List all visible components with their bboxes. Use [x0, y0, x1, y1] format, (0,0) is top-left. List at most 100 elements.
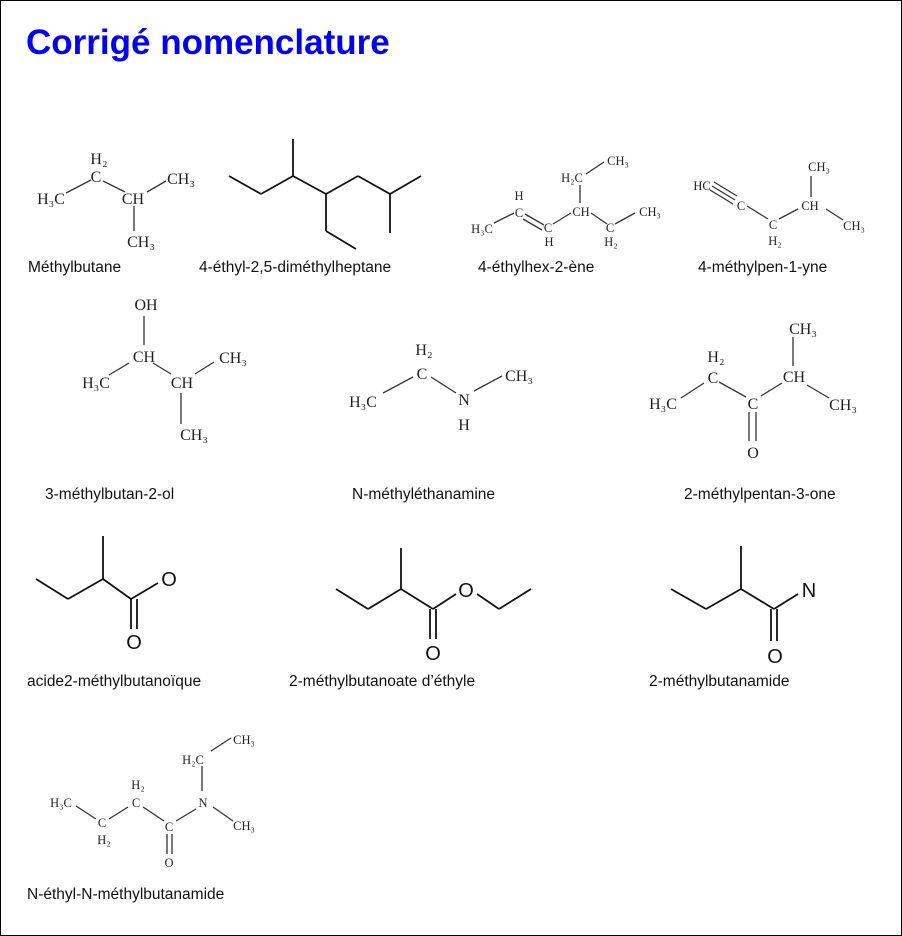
bond-line	[670, 588, 707, 610]
bond-line	[430, 376, 457, 394]
atom-label: H₂	[768, 234, 781, 248]
bond-line	[108, 806, 129, 820]
atom-label: CH₃	[829, 397, 857, 414]
bond-line	[212, 806, 234, 822]
bond-line	[552, 212, 572, 225]
atom-label: CH₃	[180, 427, 208, 444]
atom-label: H₃C	[82, 375, 110, 392]
bond-line	[292, 175, 327, 195]
atom-label: CH	[171, 375, 194, 392]
atom-label: CH	[783, 369, 806, 386]
structure-methylbutane: H₂ C H₃C CH CH₃ CH₃	[37, 151, 195, 251]
atom-label: H₃C	[37, 191, 65, 208]
structure-methylbutanoic-acid: O O	[35, 536, 177, 654]
bond-line	[760, 382, 783, 397]
bond-line	[75, 805, 97, 820]
atom-label: H₂C	[182, 753, 204, 767]
atom-label: CH₃	[219, 350, 247, 367]
atom-label: C	[417, 366, 428, 383]
atom-label: C	[98, 816, 106, 830]
atom-label: N	[198, 796, 207, 810]
compound-name: N-méthyléthanamine	[352, 486, 496, 503]
atom-label: CH	[572, 205, 589, 219]
bond-line	[210, 737, 232, 752]
structure-methylpentanone: CH₃ CH H₂ C H₃C C O CH₃	[649, 321, 857, 462]
bond-line	[142, 806, 165, 822]
atom-label: CH₃	[808, 160, 830, 174]
page-title: Corrigé nomenclature	[26, 23, 390, 62]
bond-line	[711, 185, 736, 201]
bond-line	[102, 180, 126, 193]
atom-label: O	[126, 632, 142, 654]
atom-label: H₃C	[649, 396, 677, 413]
bond-line	[590, 212, 608, 225]
compound-name: 4-éthylhex-2-ène	[478, 259, 595, 276]
structure-ethyl-methylbutanamide: H₃C C H₂ C H₂ C O N H₂C CH₃ CH₃	[50, 733, 255, 870]
bond-line	[130, 582, 159, 600]
compound-name: N-éthyl-N-méthylbutanamide	[27, 886, 225, 903]
structure-ethyl-methylbutanoate: O O	[335, 548, 532, 665]
atom-label: N	[458, 392, 470, 409]
bond-line	[746, 205, 769, 220]
bond-line	[585, 161, 605, 175]
atom-label: C	[737, 199, 745, 213]
bond-line	[614, 212, 636, 225]
bond-line	[146, 180, 167, 193]
compound-name: 3-méthylbutan-2-ol	[45, 486, 175, 503]
atom-label: H₂C	[561, 171, 583, 185]
atom-label: H	[544, 235, 553, 249]
compound-name: 2-méthylbutanoate d’éthyle	[289, 673, 476, 690]
atom-label: CH	[133, 349, 156, 366]
atom-label: C	[544, 221, 552, 235]
compound-name: 2-méthylbutanamide	[649, 673, 790, 690]
bond-line	[152, 362, 172, 375]
bond-line	[825, 208, 844, 221]
atom-label: HC	[693, 179, 710, 193]
bond-line	[175, 808, 197, 822]
atom-label: CH₃	[843, 219, 865, 233]
atom-label: H₂	[707, 349, 724, 366]
atom-label: CH₃	[789, 321, 817, 338]
bond-line	[65, 179, 92, 194]
bond-line	[325, 175, 359, 195]
bond-line	[713, 181, 738, 197]
structure-ethylhexene: H C H₃C C H CH H₂C CH₃ C H₂ CH₃	[471, 154, 661, 249]
bond-line	[335, 588, 369, 610]
bond-line	[325, 230, 357, 250]
atom-label: O	[425, 643, 441, 665]
bond-line	[473, 375, 503, 392]
structure-ethyl-dimethylheptane	[228, 139, 422, 250]
atom-label: CH₃	[167, 171, 195, 188]
bond-line	[382, 376, 414, 394]
atom-label: C	[91, 169, 102, 186]
bond-line	[389, 175, 422, 195]
bond-line	[773, 593, 799, 610]
bond-line	[705, 588, 742, 610]
atom-label: C	[748, 396, 759, 413]
bond-line	[522, 218, 543, 231]
atom-label: H₃C	[471, 222, 493, 236]
bond-line	[476, 593, 500, 610]
compound-name: Méthylbutane	[28, 259, 122, 276]
bond-line	[102, 578, 132, 600]
atom-label: C	[515, 206, 523, 220]
atom-label: C	[606, 221, 614, 235]
structure-methylpentyne: HC C C H₂ CH CH₃ CH₃	[693, 160, 865, 248]
atom-label: O	[161, 569, 177, 591]
atom-label: CH₃	[505, 368, 533, 385]
bond-line	[67, 578, 104, 600]
atom-label: H₂	[90, 151, 107, 168]
atom-label: CH₃	[607, 154, 629, 168]
bond-line	[228, 175, 262, 195]
structure-methylbutanamide: N O	[670, 546, 816, 668]
atom-label: CH	[122, 191, 145, 208]
atom-label: O	[767, 646, 783, 668]
bond-line	[357, 175, 391, 195]
atom-label: H₂	[131, 778, 144, 792]
atom-label: H₃C	[349, 394, 377, 411]
atom-label: O	[458, 580, 474, 602]
atom-label: H	[514, 189, 523, 203]
bond-line	[400, 588, 434, 610]
